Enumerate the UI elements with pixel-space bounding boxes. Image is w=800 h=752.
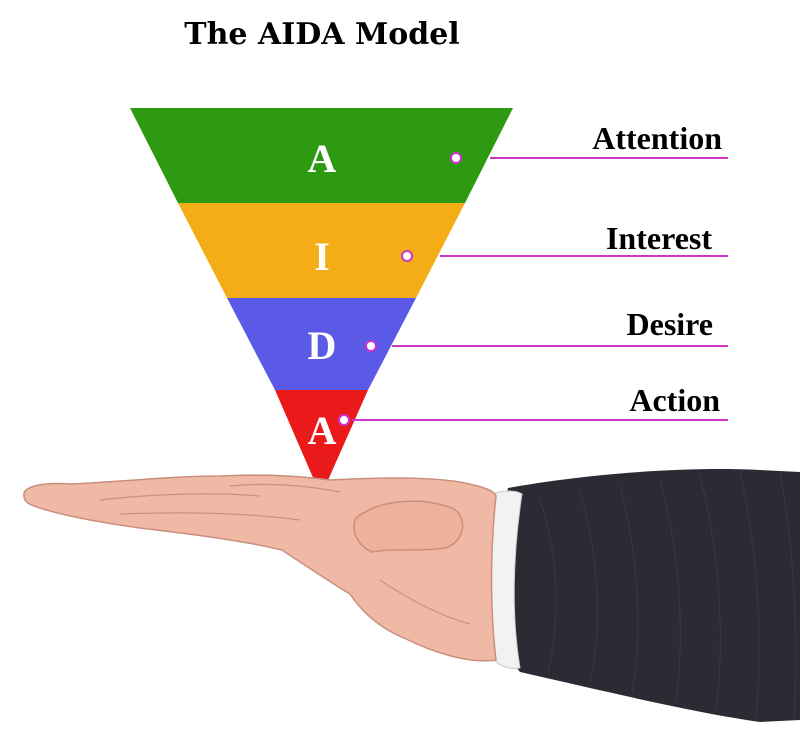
funnel-letter-interest: I <box>314 234 330 279</box>
funnel-letter-attention: A <box>308 136 337 181</box>
funnel-layer-interest <box>178 203 465 298</box>
diagram-title: The AIDA Model <box>184 17 459 52</box>
funnel-letter-desire: D <box>308 323 337 368</box>
stage-label-attention: Attention <box>592 120 722 156</box>
palm-creases <box>99 483 471 625</box>
stage-label-desire: Desire <box>627 306 713 342</box>
thumb <box>353 500 464 553</box>
hand-illustration <box>23 469 800 722</box>
funnel-layer-attention <box>130 108 513 203</box>
connector-dot-interest <box>401 250 413 262</box>
funnel-letter-action: A <box>308 408 337 453</box>
stage-label-action: Action <box>629 382 720 418</box>
sleeve-texture <box>539 471 797 719</box>
connector-dot-action <box>338 414 350 426</box>
jacket-sleeve <box>496 469 800 722</box>
stage-label-interest: Interest <box>606 220 712 256</box>
funnel-layer-desire <box>227 298 416 390</box>
connector-dot-desire <box>365 340 377 352</box>
connector-dot-attention <box>450 152 462 164</box>
